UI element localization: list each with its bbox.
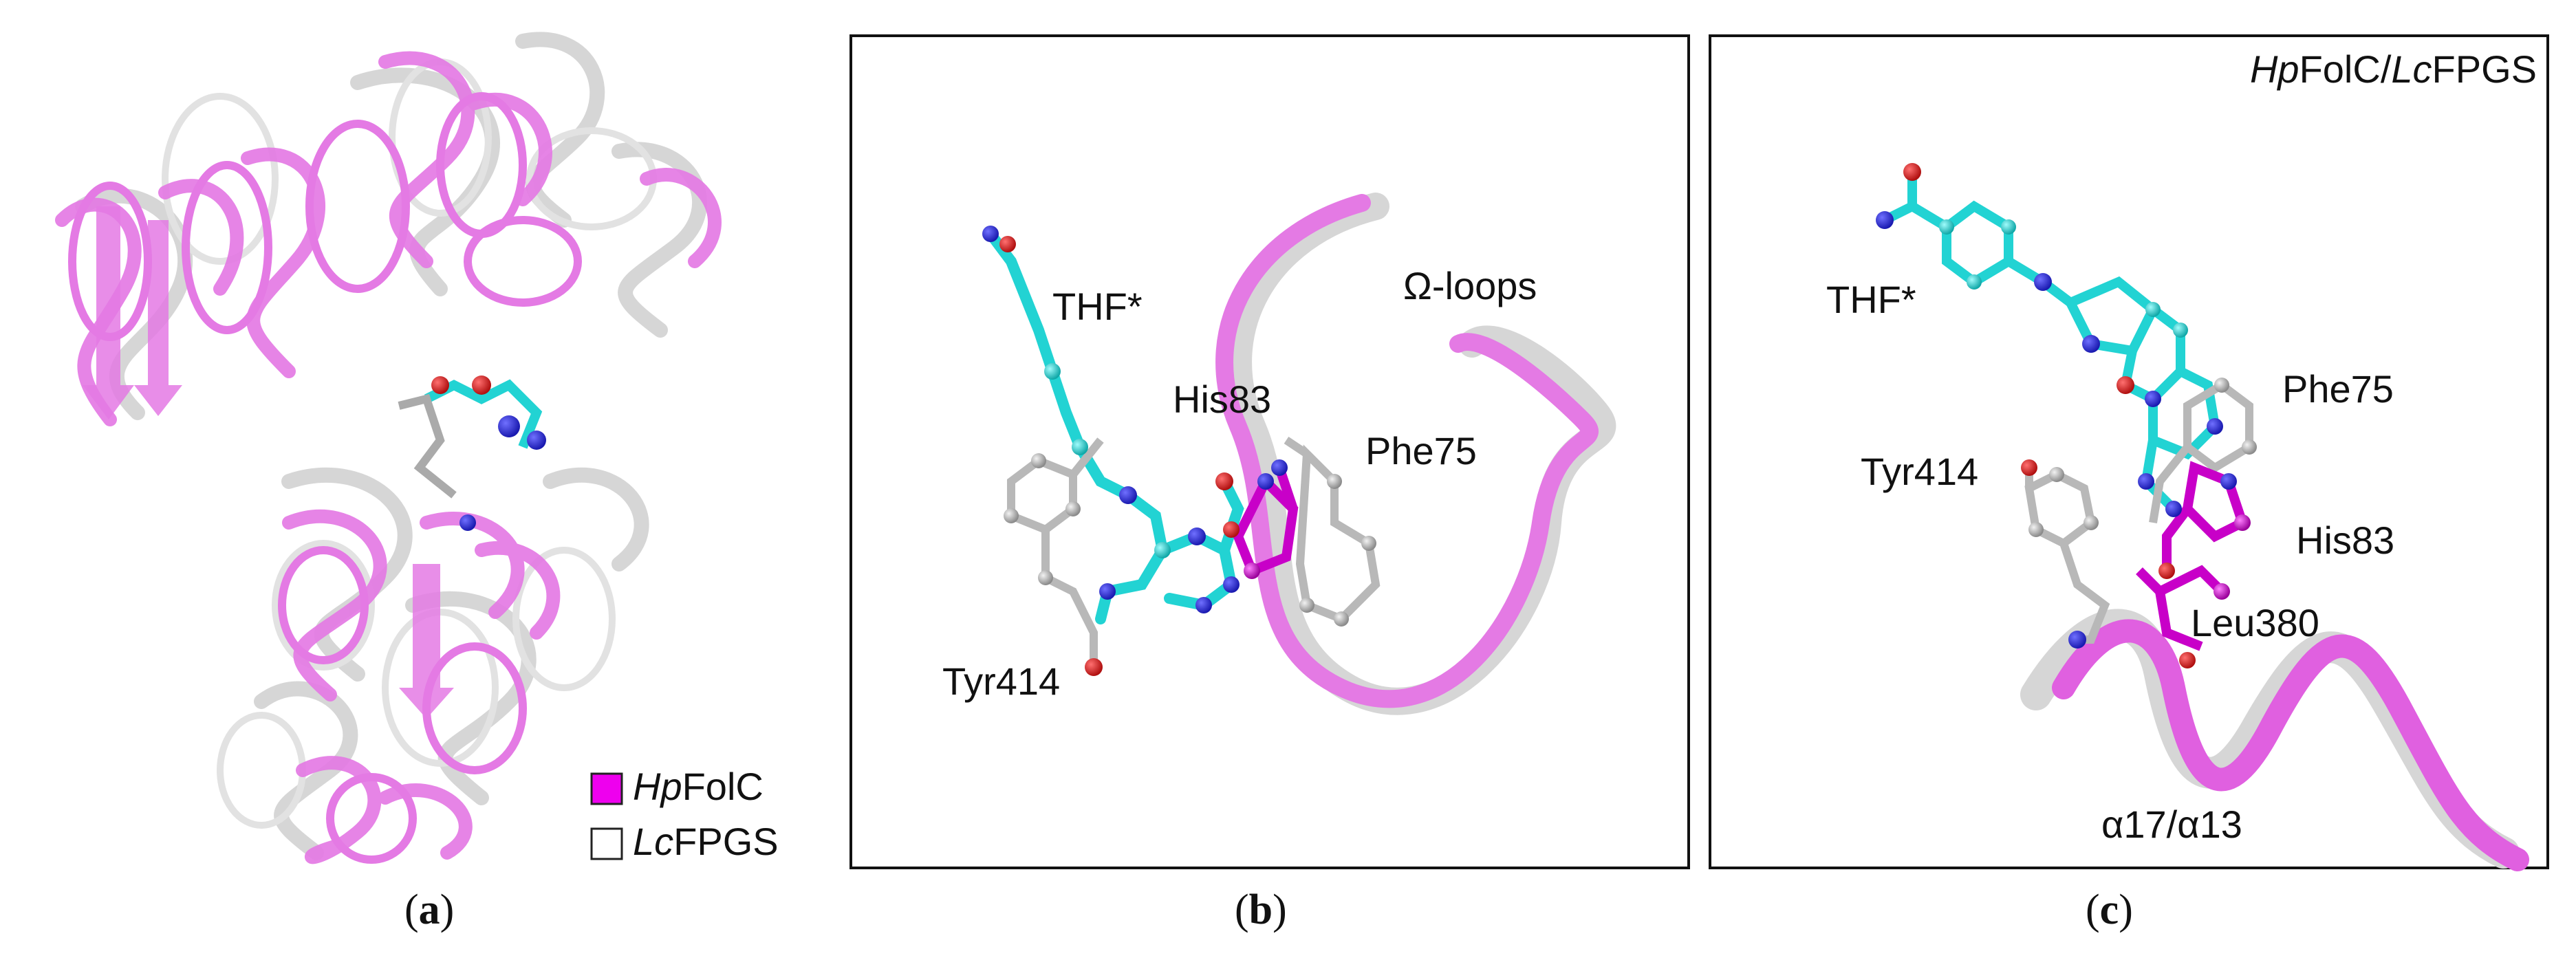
panel-c-label-tyr414: Tyr414 [1861, 450, 1978, 493]
legend: HpFolC LcFPGS [590, 765, 779, 863]
legend-swatch-lcfpgs [590, 827, 623, 860]
caption-c: (c) [2086, 886, 2133, 933]
panel-b-label-phe75: Phe75 [1365, 429, 1477, 472]
caption-b: (b) [1235, 886, 1287, 933]
panel-c-title: HpFolC/LcFPGS [2250, 47, 2537, 91]
panel-c-label-phe75: Phe75 [2282, 367, 2394, 411]
panel-c-label-thf: THF* [1826, 278, 1916, 321]
panel-b-structure [982, 193, 1616, 715]
panel-b-label-omega-loops: Ω-loops [1403, 264, 1537, 307]
panel-b-label-thf: THF* [1052, 285, 1143, 328]
panel-c-structure [1876, 163, 2529, 871]
panel-c-label-helix: α17/α13 [2101, 803, 2242, 846]
panel-c-frame [1709, 34, 2549, 869]
panel-b-label-his83: His83 [1173, 378, 1271, 421]
legend-swatch-hpfolc [590, 772, 623, 805]
legend-label-lcfpgs: LcFPGS [633, 820, 779, 863]
panel-a-structure [55, 32, 722, 864]
panel-b-label-tyr414: Tyr414 [942, 660, 1060, 703]
panel-c-label-leu380: Leu380 [2191, 601, 2319, 644]
caption-a: (a) [404, 886, 454, 933]
panel-c-label-his83: His83 [2296, 519, 2394, 562]
legend-label-hpfolc: HpFolC [633, 765, 764, 808]
